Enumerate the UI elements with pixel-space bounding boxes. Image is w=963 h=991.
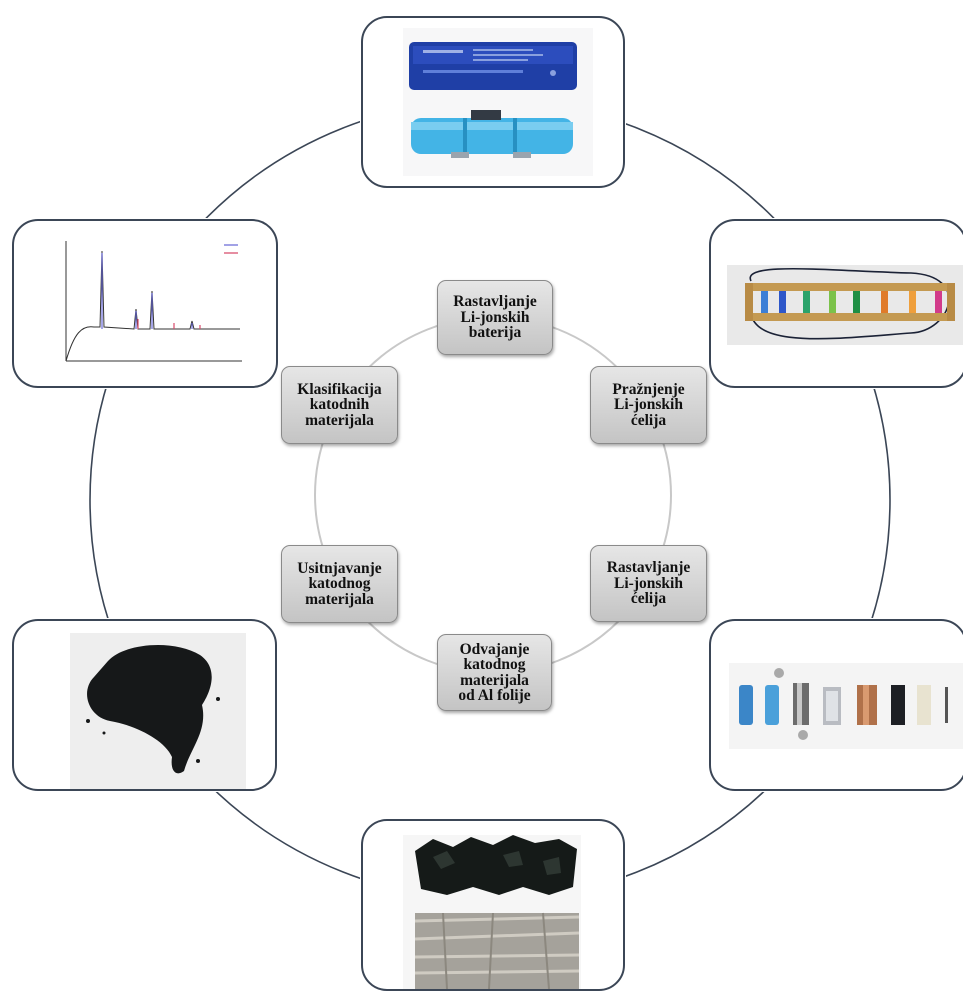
step-label: Pražnjenje Li-jonskih ćelija <box>612 380 685 429</box>
step-praznjenje-celija: Pražnjenje Li-jonskih ćelija <box>590 366 707 444</box>
step-klasifikacija: Klasifikacija katodnih materijala <box>281 366 398 444</box>
photo-cell-discharge-rig <box>709 219 963 388</box>
step-label: Odvajanje katodnog materijala od Al foli… <box>458 640 531 704</box>
step-odvajanje: Odvajanje katodnog materijala od Al foli… <box>437 634 552 711</box>
step-label: Klasifikacija katodnih materijala <box>297 380 382 429</box>
photo-laptop-battery-pack <box>361 16 625 188</box>
photo-cathode-and-al-foil <box>361 819 625 991</box>
photo-black-powder <box>12 619 277 791</box>
step-label: Rastavljanje Li-jonskih ćelija <box>606 559 691 608</box>
step-label: Usitnjavanje katodnog materijala <box>297 559 382 608</box>
photo-xrd-pattern <box>12 219 278 388</box>
photo-disassembled-cells <box>709 619 963 791</box>
step-usitnjavanje: Usitnjavanje katodnog materijala <box>281 545 398 623</box>
step-label: Rastavljanje Li-jonskih baterija <box>453 293 537 342</box>
step-rastavljanje-baterija: Rastavljanje Li-jonskih baterija <box>437 280 553 355</box>
step-rastavljanje-celija: Rastavljanje Li-jonskih ćelija <box>590 545 707 622</box>
